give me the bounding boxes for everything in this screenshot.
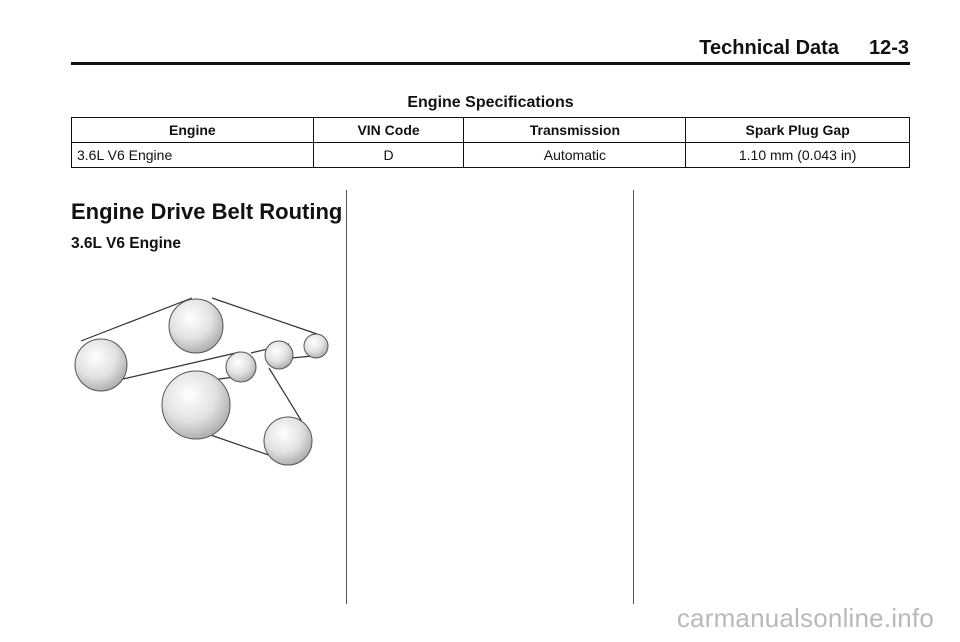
engine-specs-table: Engine VIN Code Transmission Spark Plug … [71,117,910,168]
header-rule [71,62,910,65]
cell-spark-plug-gap: 1.10 mm (0.043 in) [685,142,910,168]
section-title: Engine Drive Belt Routing [71,199,343,224]
belt-routing-diagram [74,297,329,466]
pulley-crankshaft [161,370,231,440]
pulley-idler-small [225,351,257,383]
header-section-title: Technical Data [699,37,839,59]
header-page-number: 12-3 [868,37,909,59]
pulley-right-small [303,333,329,359]
subsection-title: 3.6L V6 Engine [71,235,181,252]
table-title: Engine Specifications [407,94,574,111]
watermark: carmanualsonline.info [676,603,934,633]
column-header-vin-code: VIN Code [312,117,465,143]
pulley-left [74,338,128,392]
pulley-top [168,298,224,354]
column-header-spark-plug-gap: Spark Plug Gap [685,117,910,143]
pulley-tensioner [264,340,294,370]
column-header-engine: Engine [71,117,314,143]
cell-vin-code: D [312,142,465,168]
table-header-row: Engine VIN Code Transmission Spark Plug … [71,117,910,143]
cell-engine: 3.6L V6 Engine [71,142,314,168]
column-header-transmission: Transmission [463,117,687,143]
page-header: Technical Data 12-3 [0,36,909,60]
table-row: 3.6L V6 Engine D Automatic 1.10 mm (0.04… [71,142,910,168]
cell-transmission: Automatic [463,142,687,168]
column-divider-right [633,190,634,604]
column-divider-left [346,190,347,604]
pulley-bottom-right [263,416,313,466]
